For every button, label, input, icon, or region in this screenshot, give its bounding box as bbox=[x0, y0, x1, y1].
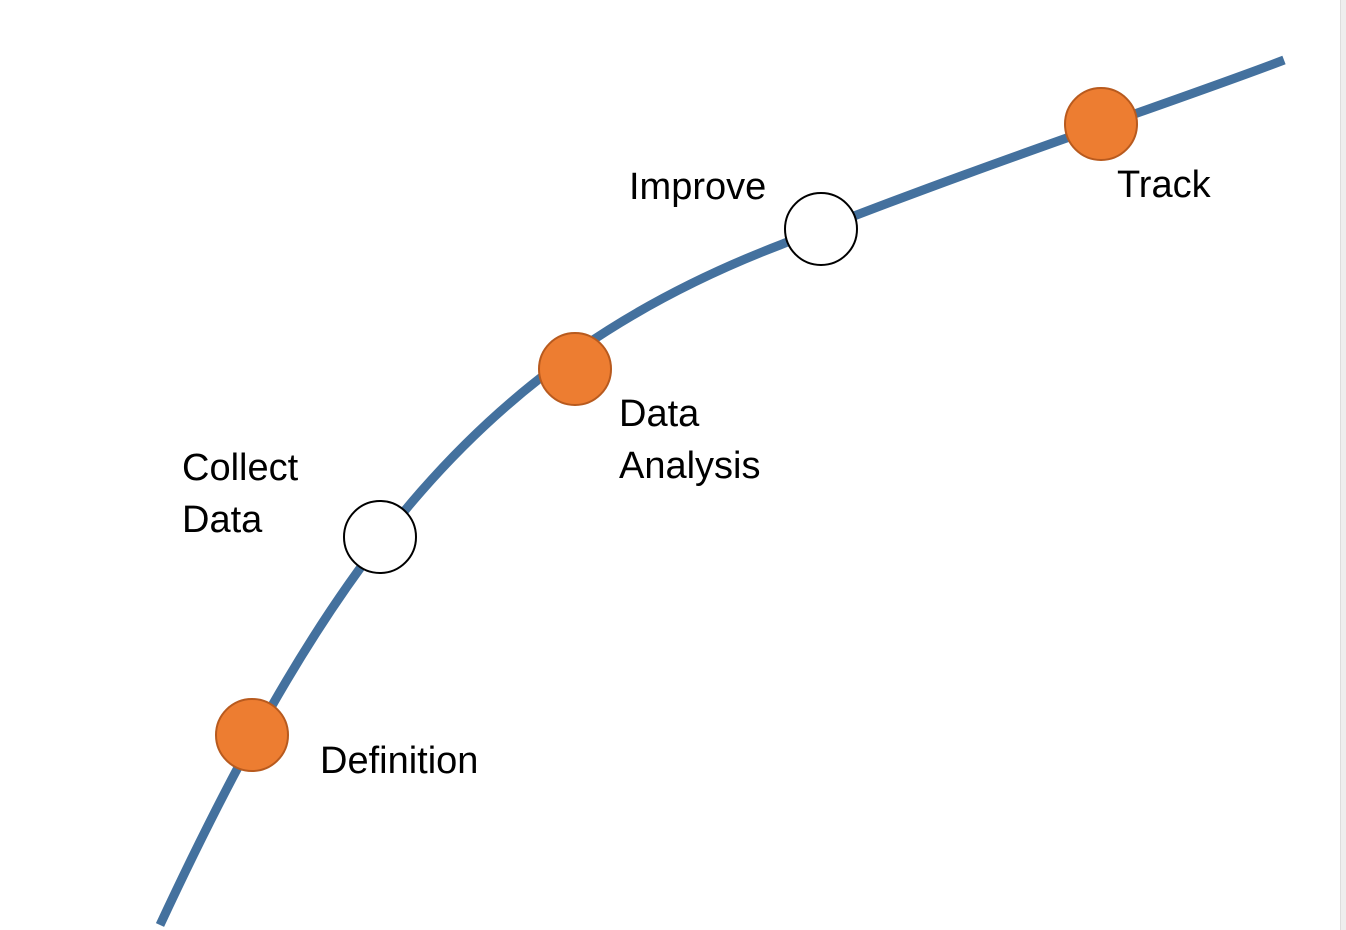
step-label-line: Data bbox=[619, 393, 700, 435]
step-label-improve: Improve bbox=[629, 161, 766, 213]
step-label-data-analysis: Data Analysis bbox=[619, 388, 761, 492]
step-label-line: Track bbox=[1117, 164, 1211, 206]
step-marker-track bbox=[1064, 87, 1138, 161]
step-label-line: Improve bbox=[629, 166, 767, 208]
step-label-collect-data: Collect Data bbox=[182, 442, 298, 546]
step-marker-data-analysis bbox=[538, 332, 612, 406]
window-edge bbox=[1340, 0, 1346, 930]
step-marker-improve bbox=[784, 192, 858, 266]
step-label-track: Track bbox=[1117, 159, 1211, 211]
step-label-definition: Definition bbox=[320, 735, 478, 787]
step-label-line: Collect bbox=[182, 447, 299, 489]
step-marker-collect-data bbox=[343, 500, 417, 574]
step-label-line: Analysis bbox=[619, 445, 761, 487]
step-marker-definition bbox=[215, 698, 289, 772]
step-label-line: Data bbox=[182, 499, 263, 541]
step-label-line: Definition bbox=[320, 740, 479, 782]
